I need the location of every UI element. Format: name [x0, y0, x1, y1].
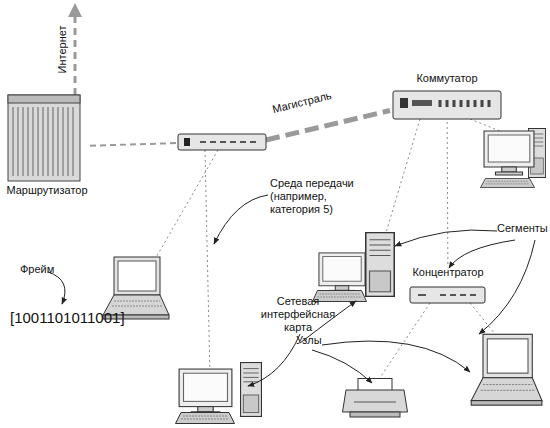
wire — [375, 303, 430, 385]
callout-label: Сетевая интерфейсная карта — [256, 295, 340, 334]
device-ports — [200, 141, 256, 143]
router-node: Маршрутизатор — [4, 92, 90, 202]
leader-line — [322, 341, 470, 372]
device-logo — [184, 138, 190, 146]
internet-arrow — [68, 3, 82, 95]
wire — [385, 119, 420, 236]
leader-line — [48, 272, 65, 304]
laptop — [471, 334, 542, 405]
connector-segment — [447, 122, 449, 266]
device-body — [410, 287, 485, 303]
device-label: Маршрутизатор — [4, 184, 90, 197]
leader-line — [449, 240, 515, 268]
callout-label: Среда передачи (например, категория 5) — [270, 177, 360, 216]
internet-line — [74, 15, 77, 95]
rack-slots — [13, 107, 73, 176]
switch-device — [393, 91, 501, 119]
rack-top — [8, 95, 80, 103]
router-rack — [8, 95, 80, 181]
connector — [90, 111, 390, 146]
rack-body — [8, 95, 80, 181]
pc-monitor — [179, 369, 232, 415]
pc-monitor — [484, 131, 534, 175]
internet-label: Интернет — [56, 20, 69, 80]
network-wires — [150, 119, 505, 385]
wire — [150, 150, 218, 268]
device-ports — [440, 100, 489, 107]
hub-device — [410, 287, 485, 303]
hub-node: Концентратор — [406, 266, 490, 306]
network-device — [178, 134, 266, 150]
wire — [205, 150, 210, 378]
device-badge — [412, 100, 432, 106]
callout-label: Фрейм — [20, 263, 80, 276]
printer — [343, 379, 408, 418]
leader-line — [479, 240, 535, 334]
connector-segment — [266, 111, 390, 140]
callout-leaders — [48, 195, 535, 386]
callout-label: Сегменты — [497, 222, 550, 235]
leader-line — [312, 350, 372, 383]
pc-tower — [241, 363, 262, 417]
leader-line — [214, 195, 268, 244]
switch-node: Коммутатор — [390, 72, 504, 122]
device-ports — [418, 294, 476, 296]
leader-line — [248, 334, 300, 386]
device-label: Концентратор — [406, 266, 490, 279]
connector-segment — [90, 143, 180, 146]
arrow-head — [68, 3, 82, 17]
pc-keyboard — [480, 178, 534, 187]
device-label: Коммутатор — [400, 72, 494, 85]
pc-keyboard — [312, 291, 366, 302]
device-logo — [400, 98, 408, 108]
pc-monitor — [319, 253, 365, 293]
callout-label: Узлы — [296, 334, 346, 347]
connector — [447, 122, 449, 266]
connector-segment — [180, 140, 266, 143]
pc-keyboard — [176, 413, 235, 424]
server-tower — [366, 233, 395, 297]
frame-bits: [1001101011001] — [10, 309, 160, 327]
device-body — [178, 134, 266, 150]
edge-label: Магистраль — [262, 87, 343, 119]
leader-line — [395, 230, 497, 246]
device-body — [393, 91, 501, 119]
